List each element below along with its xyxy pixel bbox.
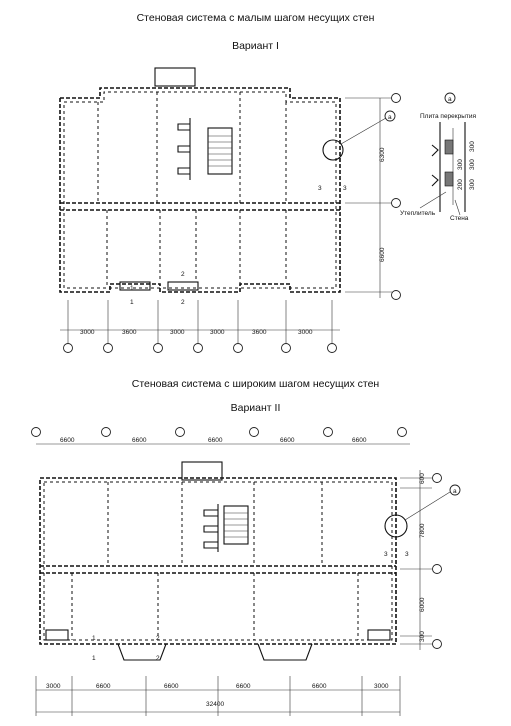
axis-marker [397, 427, 407, 437]
v2-top-dim: 6600 [60, 437, 75, 444]
v2-right-dim: 600 [419, 473, 426, 484]
detail-insulation-label: Утеплитель [400, 210, 436, 217]
detail-insulation-block [444, 171, 454, 187]
v1-bottom-dim: 3000 [298, 329, 313, 336]
v2-total-dim: 32400 [206, 701, 224, 708]
v1-right-dim: 6600 [379, 247, 386, 262]
variant2-corner-block [45, 629, 69, 641]
axis-marker [432, 564, 442, 574]
v1-section-label: 2 [181, 271, 185, 278]
v2-top-dim: 6600 [280, 437, 295, 444]
variant2-stair [203, 504, 249, 552]
variant1-top-annex [154, 67, 196, 87]
detail-dim: 300 [469, 159, 476, 170]
variant1-callout-text: а [388, 114, 392, 121]
variant2-inner-wall-line [43, 481, 393, 641]
variant2-callout-text: а [453, 488, 457, 495]
v2-bottom-dim: 3000 [374, 683, 389, 690]
variant1-callout-leader [340, 117, 387, 145]
v1-bottom-dim: 3000 [210, 329, 225, 336]
axis-marker [175, 427, 185, 437]
v2-bottom-dim: 6600 [96, 683, 111, 690]
axis-marker [323, 427, 333, 437]
v2-right-dim: 7800 [419, 523, 426, 538]
axis-marker [391, 93, 401, 103]
detail-marker-circle [444, 92, 456, 104]
v2-top-dim: 6600 [132, 437, 147, 444]
detail-wall-label: Стена [450, 215, 469, 222]
variant1-subheading: Вариант I [232, 40, 279, 52]
variant2-bay [117, 643, 167, 661]
v2-right-dim: 6000 [419, 597, 426, 612]
detail-slab-label: Плита перекрытия [420, 113, 477, 120]
v1-right-dim: 6300 [379, 147, 386, 162]
variant2-subheading: Вариант II [230, 402, 281, 414]
axis-marker [432, 473, 442, 483]
v2-right-dim: 300 [419, 631, 426, 642]
variant2-callout-leader [404, 491, 451, 521]
v2-section-label: 3 [405, 551, 409, 558]
variant1-heading: Стеновая система с малым шагом несущих с… [136, 12, 375, 24]
v1-section-label: 2 [181, 299, 185, 306]
axis-marker [432, 639, 442, 649]
v1-bottom-dim: 3000 [80, 329, 95, 336]
variant1-callout-circle [322, 139, 344, 161]
variant1-plan: а 1 1 2 2 3 3 6300 6600 3000 3600 3000 3… [59, 67, 401, 353]
v2-bottom-dim: 3000 [46, 683, 61, 690]
axis-marker [103, 343, 113, 353]
detail-dim: 300 [469, 179, 476, 190]
variant1-outer-wall [59, 87, 341, 293]
axis-marker [101, 427, 111, 437]
axis-marker [391, 198, 401, 208]
detail-a: а Плита перекрытия 300 300 300 200 300 У… [400, 92, 477, 222]
detail-insulation-block [444, 139, 454, 155]
detail-dim: 200 [457, 179, 464, 190]
variant1-callout-marker [384, 110, 396, 122]
axis-marker [391, 290, 401, 300]
variant1-bay [119, 281, 151, 291]
axis-marker [193, 343, 203, 353]
v1-section-label: 1 [130, 285, 134, 292]
detail-break-line [431, 144, 439, 157]
v1-section-label: 3 [318, 185, 322, 192]
axis-marker [249, 427, 259, 437]
detail-marker: а [448, 96, 452, 103]
variant2-callout-marker [449, 484, 461, 496]
variant2-bay [257, 643, 313, 661]
v1-bottom-dim: 3600 [122, 329, 137, 336]
v1-section-label: 1 [130, 299, 134, 306]
v2-bottom-dim: 6600 [164, 683, 179, 690]
axis-marker [327, 343, 337, 353]
detail-dim: 300 [457, 159, 464, 170]
v2-section-label: 2 [156, 635, 160, 642]
axis-marker [31, 427, 41, 437]
axis-marker [63, 343, 73, 353]
v2-bottom-dim: 6600 [236, 683, 251, 690]
axis-marker [233, 343, 243, 353]
variant1-stair [177, 118, 233, 180]
variant2-heading: Стеновая система с широким шагом несущих… [131, 378, 380, 390]
v2-top-dim: 6600 [208, 437, 223, 444]
variant1-inner-wall-line [63, 91, 337, 289]
detail-dim: 300 [469, 141, 476, 152]
v2-top-dim: 6600 [352, 437, 367, 444]
variant1-bay [167, 281, 199, 291]
v1-bottom-dim: 3600 [252, 329, 267, 336]
v2-section-label: 1 [92, 655, 96, 662]
variant2-top-annex [181, 461, 223, 481]
detail-break-line [431, 174, 439, 187]
variant2-corner-block [367, 629, 391, 641]
v2-section-label: 2 [156, 655, 160, 662]
v1-section-label: 3 [343, 185, 347, 192]
axis-marker [153, 343, 163, 353]
v1-bottom-dim: 3000 [170, 329, 185, 336]
v2-section-label: 3 [384, 551, 388, 558]
variant2-callout-circle [384, 514, 408, 538]
axis-marker [281, 343, 291, 353]
v2-section-label: 1 [92, 635, 96, 642]
v2-bottom-dim: 6600 [312, 683, 327, 690]
variant2-plan: 6600 6600 6600 6600 6600 [31, 427, 461, 716]
variant2-outer-wall [39, 477, 397, 645]
